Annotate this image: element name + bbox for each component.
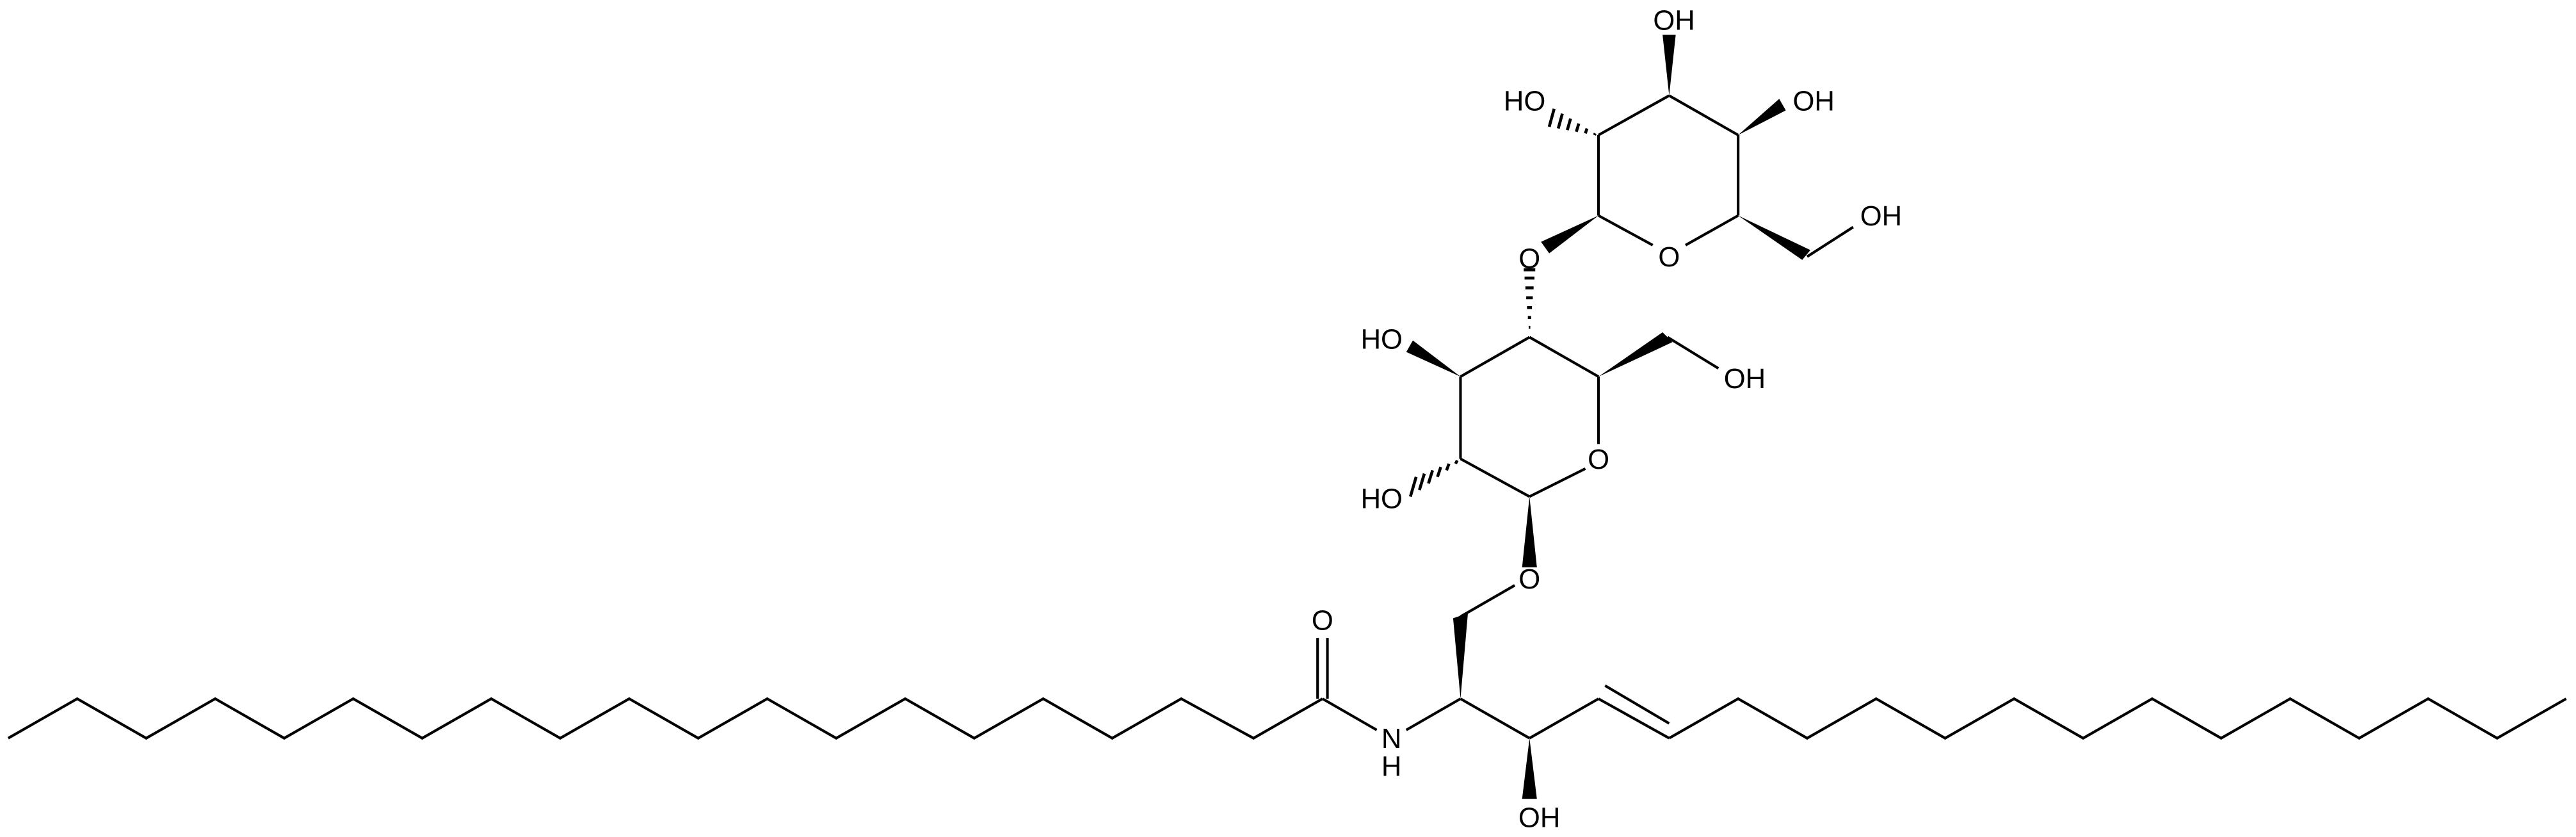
galactose-ring-oxygen-label: O (1658, 242, 1680, 273)
carbonyl-double-bond (1316, 638, 1329, 699)
glc-c1-o-wedge-bond (1522, 496, 1537, 567)
glucose-ring (1459, 336, 1600, 498)
gal-c2-hydroxyl-label: HO (1504, 86, 1545, 117)
amide-nitrogen-label: N (1381, 724, 1402, 754)
trans-double-bond (1598, 684, 1670, 740)
gal-c1-o-wedge-bond (1541, 215, 1599, 254)
gal-c4-hydroxyl-label: OH (1793, 86, 1835, 117)
gal-c2-oh-hashed-bond (1547, 108, 1597, 136)
glc-c6-hydroxyl-label: OH (1724, 364, 1766, 394)
glc-c2-hydroxyl-label: HO (1361, 484, 1403, 514)
glucose-ring-oxygen-label: O (1588, 444, 1609, 475)
gal-c3-hydroxyl-label: OH (1653, 6, 1695, 37)
c3-oh-wedge-bond (1522, 738, 1537, 799)
amide-hydrogen-label: H (1381, 752, 1402, 783)
linker-oxygen-label: O (1518, 564, 1540, 595)
c3-hydroxyl-label: OH (1518, 802, 1560, 833)
amide-bond (1321, 697, 1378, 731)
acyl-chain (7, 697, 1323, 740)
glc-c2-oh-hashed-bond (1408, 459, 1459, 498)
c3-c4-bond (1529, 697, 1600, 740)
glc-c3-hydroxyl-label: HO (1361, 324, 1403, 355)
amide-oxygen-label: O (1312, 605, 1333, 636)
gal-c4-oh-wedge-bond (1738, 99, 1786, 135)
n-c2-bond (1405, 697, 1461, 731)
c2-c3-bond (1460, 697, 1531, 740)
glc-c4-glycosidic-hashed-bond (1524, 268, 1536, 329)
gal-c6-oh-bond (1806, 225, 1854, 258)
galactose-ring (1597, 94, 1740, 247)
gal-c5-ch2-wedge-bond (1738, 215, 1811, 260)
gal-c3-oh-wedge-bond (1662, 35, 1676, 96)
gal-c6-hydroxyl-label: OH (1860, 201, 1902, 232)
ch2-linker-o-bond (1460, 584, 1516, 618)
glc-c3-oh-wedge-bond (1406, 340, 1461, 377)
glycosidic-oxygen-label: O (1518, 244, 1540, 275)
glc-c5-ch2-wedge-bond (1598, 332, 1673, 377)
sphingosine-tail-chain (1668, 697, 2567, 740)
c2-ch2-wedge-bond (1453, 613, 1469, 699)
glc-c6-oh-bond (1666, 336, 1719, 370)
